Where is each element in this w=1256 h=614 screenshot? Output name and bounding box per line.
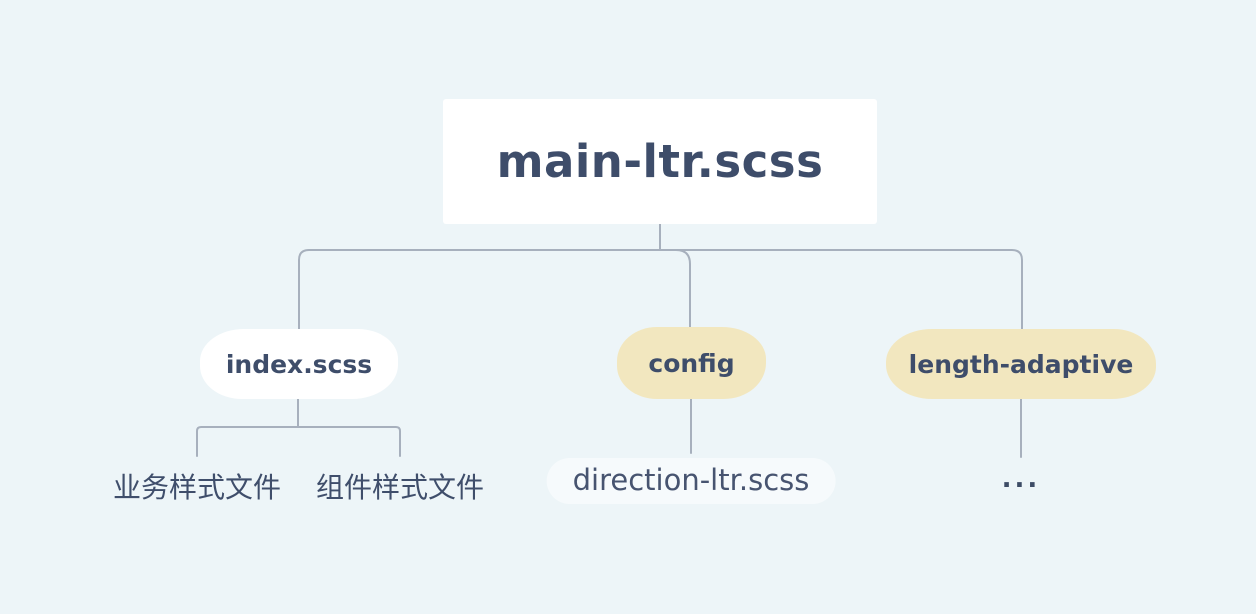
node-main-ltr-scss-label: main-ltr.scss [496,135,824,188]
node-length-adaptive[interactable]: length-adaptive [886,329,1156,399]
node-config[interactable]: config [617,327,766,399]
node-config-label: config [648,348,735,378]
leaf-business-style-files[interactable]: 业务样式文件 [112,471,282,504]
leaf-direction-ltr-scss[interactable]: direction-ltr.scss [546,458,836,504]
node-index-scss[interactable]: index.scss [200,329,398,399]
node-main-ltr-scss[interactable]: main-ltr.scss [443,99,877,224]
connector-index-fork [196,426,401,457]
connector-main-branch [298,249,1023,341]
connector-group [196,223,1023,458]
leaf-ellipsis[interactable]: ... [1001,464,1041,494]
node-length-adaptive-label: length-adaptive [908,349,1134,379]
connector-config-elbow [675,249,691,341]
node-index-scss-label: index.scss [225,349,373,379]
leaf-component-style-files[interactable]: 组件样式文件 [315,471,485,504]
